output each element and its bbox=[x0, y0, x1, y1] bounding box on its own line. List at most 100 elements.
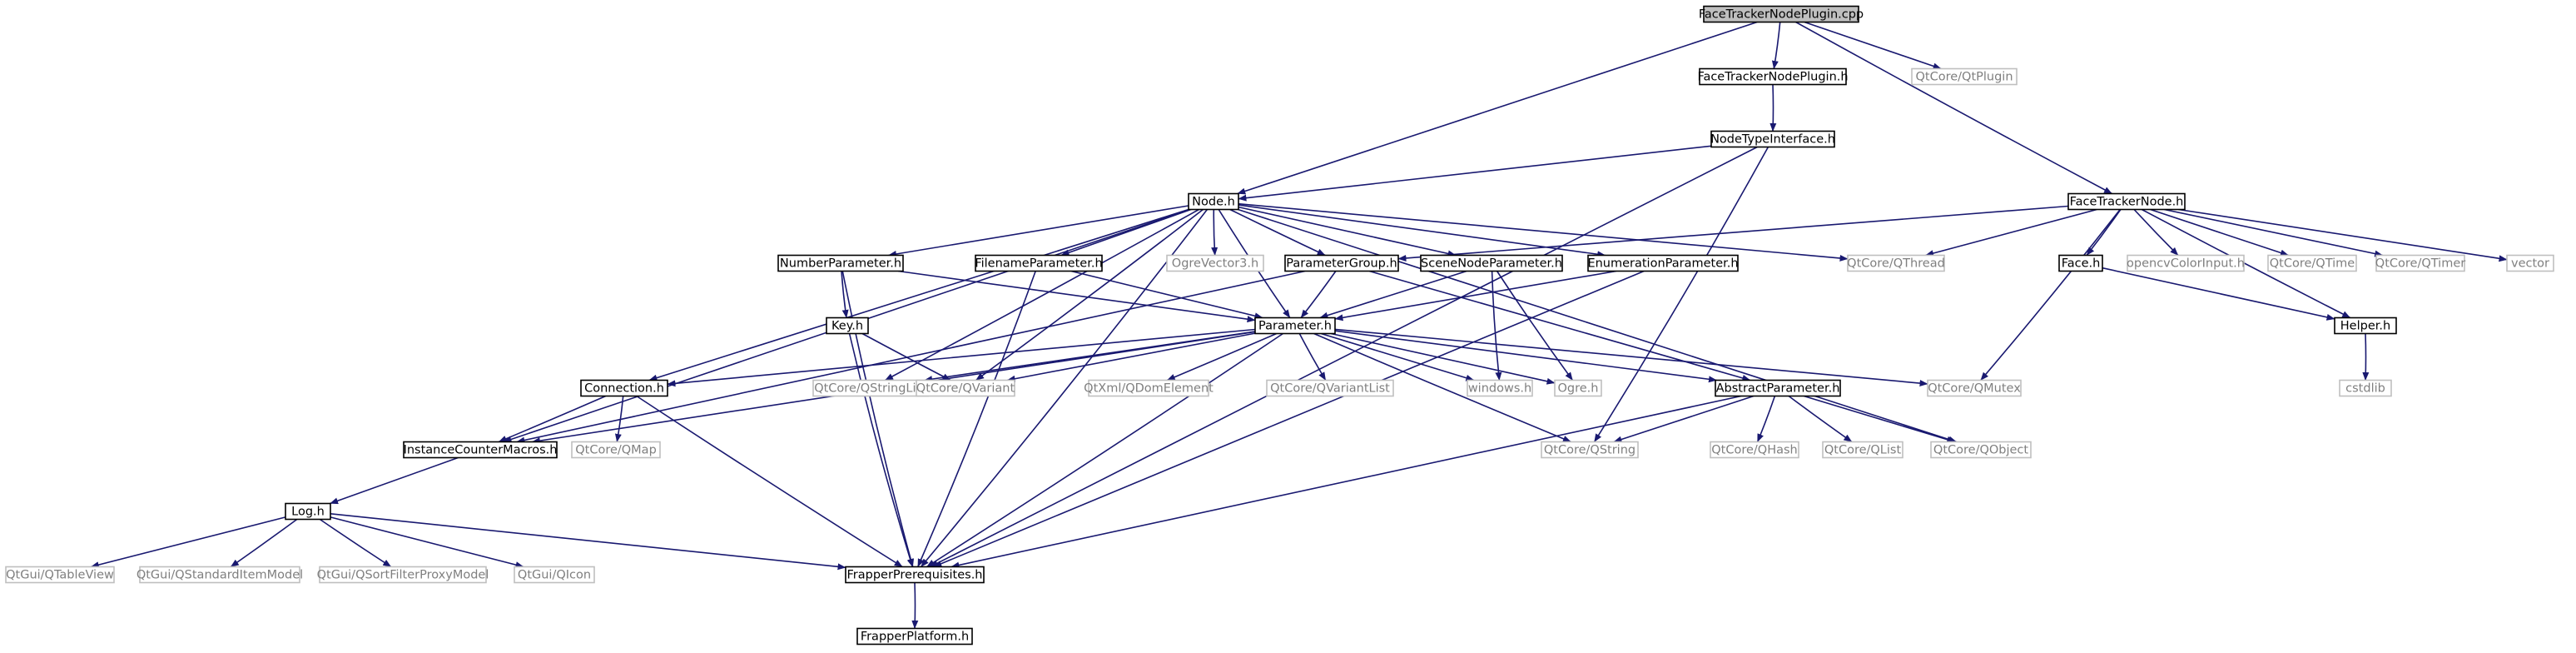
edge-absparam_h-to-qhash bbox=[1756, 396, 1776, 442]
edge-node_h-to-enumparam_h bbox=[1238, 204, 1606, 258]
node-param-h[interactable]: Parameter.h bbox=[1254, 317, 1336, 335]
node-label: FrapperPrerequisites.h bbox=[846, 569, 982, 582]
node-box bbox=[2067, 192, 2186, 211]
node-label: Key.h bbox=[831, 320, 863, 333]
node-label: Ogre.h bbox=[1558, 382, 1599, 396]
node-box bbox=[285, 502, 331, 521]
node-label: QtXml/QDomElement bbox=[1084, 382, 1214, 396]
node-box bbox=[777, 254, 904, 272]
node-qvariant: QtCore/QVariant bbox=[916, 379, 1015, 397]
node-label: QtGui/QStandardItemModel bbox=[136, 569, 303, 582]
node-label: NodeTypeInterface.h bbox=[1710, 133, 1835, 147]
node-label: SceneNodeParameter.h bbox=[1421, 257, 1562, 271]
node-qsim: QtGui/QStandardItemModel bbox=[136, 566, 303, 584]
edge-numparam_h-to-frapprereq_h bbox=[841, 271, 915, 567]
node-box bbox=[1420, 254, 1563, 272]
node-face-h[interactable]: Face.h bbox=[2058, 254, 2103, 272]
node-label: cstdlib bbox=[2345, 382, 2385, 396]
edge-ftn_h-to-paramgroup_h bbox=[1397, 205, 2069, 262]
node-label: QtCore/QThread bbox=[1847, 257, 1945, 271]
edge-param_h-to-connection_h bbox=[667, 328, 1256, 387]
node-log-h[interactable]: Log.h bbox=[285, 502, 331, 521]
edge-param_h-to-qstring bbox=[1313, 332, 1571, 443]
node-box bbox=[1927, 379, 2022, 397]
node-label: ParameterGroup.h bbox=[1286, 257, 1397, 271]
node-label: QtGui/QTableView bbox=[6, 569, 114, 582]
edge-nti_h-to-qstring bbox=[1593, 147, 1769, 442]
node-absparam-h[interactable]: AbstractParameter.h bbox=[1715, 379, 1841, 397]
node-ftnp-h[interactable]: FaceTrackerNodePlugin.h bbox=[1697, 67, 1849, 86]
node-ftn-h[interactable]: FaceTrackerNode.h bbox=[2067, 192, 2186, 211]
node-label: InstanceCounterMacros.h bbox=[404, 444, 558, 457]
edge-log_h-to-qtableview bbox=[90, 516, 286, 569]
edge-ftn_h-to-helper_h bbox=[2141, 208, 2351, 319]
node-box bbox=[580, 379, 668, 397]
node-frapplat-h[interactable]: FrapperPlatform.h bbox=[856, 627, 973, 646]
edge-param_h-to-windows_h bbox=[1320, 332, 1475, 381]
node-numparam-h[interactable]: NumberParameter.h bbox=[777, 254, 904, 272]
node-qmutex: QtCore/QMutex bbox=[1927, 379, 2022, 397]
node-box bbox=[1703, 5, 1859, 23]
node-qtableview: QtGui/QTableView bbox=[5, 566, 115, 584]
node-sceneparam-h[interactable]: SceneNodeParameter.h bbox=[1420, 254, 1563, 272]
node-label: QtCore/QHash bbox=[1711, 444, 1798, 457]
edge-ftn_h-to-qtimer bbox=[2164, 208, 2384, 257]
edge-ftn_h-to-vector bbox=[2178, 208, 2508, 262]
node-qsfpm: QtGui/QSortFilterProxyModel bbox=[317, 566, 489, 584]
node-qtime: QtCore/QTime bbox=[2267, 254, 2357, 272]
node-label: QtCore/QList bbox=[1824, 444, 1902, 457]
node-enumparam-h[interactable]: EnumerationParameter.h bbox=[1587, 254, 1739, 272]
node-box bbox=[1911, 67, 2018, 86]
node-label: FilenameParameter.h bbox=[975, 257, 1102, 271]
node-box bbox=[1166, 254, 1264, 272]
node-box bbox=[1554, 379, 1602, 397]
node-box bbox=[2339, 379, 2392, 397]
edge-icm_h-to-log_h bbox=[330, 456, 459, 505]
node-connection-h[interactable]: Connection.h bbox=[580, 379, 668, 397]
edge-face_h-to-helper_h bbox=[2102, 267, 2335, 321]
edge-paramgroup_h-to-icm_h bbox=[516, 270, 1306, 444]
edge-param_h-to-qvariant bbox=[1006, 332, 1256, 382]
edge-frapprereq_h-to-frapplat_h bbox=[911, 582, 919, 629]
node-box bbox=[845, 566, 985, 584]
node-qdomelement: QtXml/QDomElement bbox=[1084, 379, 1214, 397]
edge-log_h-to-qsim bbox=[230, 518, 298, 568]
node-icm-h[interactable]: InstanceCounterMacros.h bbox=[403, 441, 558, 459]
node-root: FaceTrackerNodePlugin.cpp bbox=[1699, 5, 1864, 23]
edge-ftnp_h-to-nti_h bbox=[1769, 84, 1777, 132]
node-box bbox=[571, 441, 661, 459]
node-helper-h[interactable]: Helper.h bbox=[2334, 317, 2397, 335]
node-box bbox=[916, 379, 1015, 397]
node-box bbox=[2058, 254, 2103, 272]
node-label: FaceTrackerNode.h bbox=[2070, 196, 2184, 209]
node-key-h[interactable]: Key.h bbox=[826, 317, 869, 335]
node-label: Parameter.h bbox=[1258, 320, 1332, 333]
edge-node_h-to-paramgroup_h bbox=[1229, 208, 1326, 257]
node-box bbox=[2127, 254, 2245, 272]
edge-param_h-to-absparam_h bbox=[1334, 330, 1717, 383]
edge-connection_h-to-icm_h bbox=[498, 395, 607, 443]
edge-connection_h-to-qmap bbox=[614, 396, 624, 442]
node-label: Log.h bbox=[291, 506, 325, 519]
node-nti-h[interactable]: NodeTypeInterface.h bbox=[1710, 130, 1835, 148]
node-box bbox=[2334, 317, 2397, 335]
node-label: QtCore/QObject bbox=[1933, 444, 2028, 457]
node-qstringlist: QtCore/QStringList bbox=[812, 379, 929, 397]
node-paramgroup-h[interactable]: ParameterGroup.h bbox=[1284, 254, 1399, 272]
edge-root-to-qtplugin bbox=[1804, 21, 1942, 70]
node-box bbox=[1715, 379, 1841, 397]
node-frapprereq-h[interactable]: FrapperPrerequisites.h bbox=[845, 566, 985, 584]
node-box bbox=[1266, 379, 1394, 397]
node-label: NumberParameter.h bbox=[780, 257, 901, 271]
node-qicon: QtGui/QIcon bbox=[514, 566, 595, 584]
node-box bbox=[1587, 254, 1739, 272]
node-cstdlib: cstdlib bbox=[2339, 379, 2392, 397]
edge-sceneparam_h-to-windows_h bbox=[1491, 271, 1502, 381]
node-node-h[interactable]: Node.h bbox=[1188, 192, 1239, 211]
node-label: EnumerationParameter.h bbox=[1587, 257, 1738, 271]
node-fileparam-h[interactable]: FilenameParameter.h bbox=[975, 254, 1103, 272]
node-box bbox=[2375, 254, 2465, 272]
edge-node_h-to-sceneparam_h bbox=[1238, 206, 1457, 257]
node-qlist: QtCore/QList bbox=[1822, 441, 1903, 459]
